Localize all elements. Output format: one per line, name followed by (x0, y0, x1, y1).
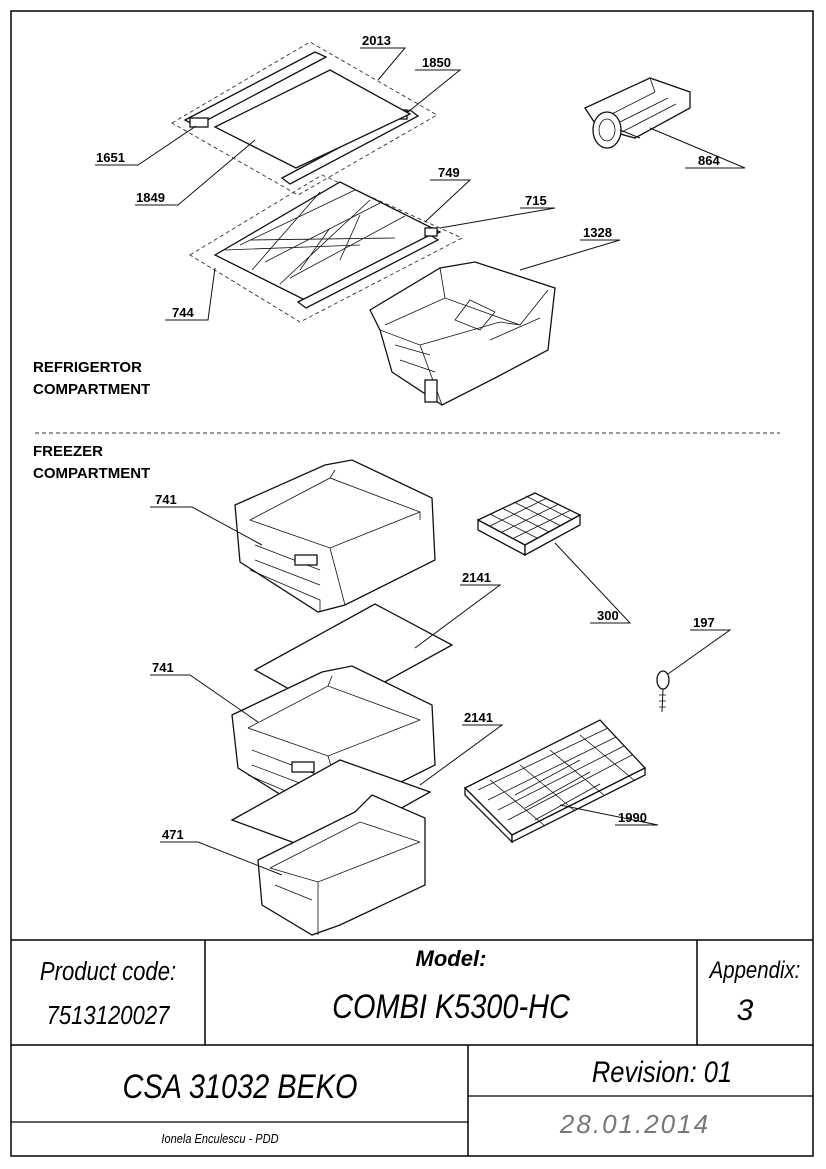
leader-lines (95, 47, 746, 876)
callout-2141-upper: 2141 (462, 570, 491, 585)
callout-744: 744 (172, 305, 194, 320)
product-code-value: 7513120027 (47, 1001, 171, 1030)
sheet-border (10, 10, 814, 1157)
csa-code: CSA 31032 BEKO (122, 1067, 357, 1106)
revision: Revision: 01 (592, 1055, 732, 1088)
part-741-freezer-drawer-upper (234, 459, 436, 613)
callout-2141-lower: 2141 (464, 710, 493, 725)
appendix-value: 3 (737, 994, 754, 1027)
part-2141-glass-plate-lower (230, 759, 432, 854)
callout-1850: 1850 (422, 55, 451, 70)
callout-741-lower: 741 (152, 660, 174, 675)
callout-2013: 2013 (362, 33, 391, 48)
model-value: COMBI K5300-HC (332, 987, 570, 1026)
author: Ionela Enculescu - PDD (161, 1131, 278, 1146)
part-1328-crisper-drawer (369, 261, 556, 406)
callout-197: 197 (693, 615, 715, 630)
callout-741-upper: 741 (155, 492, 177, 507)
upper-shelf-assembly (171, 41, 438, 196)
refrigerator-label-line2: COMPARTMENT (33, 381, 150, 398)
part-1990-freezer-tray (463, 719, 647, 844)
callout-749: 749 (438, 165, 460, 180)
callout-1651: 1651 (96, 150, 125, 165)
part-864-door-hinge-cover (584, 77, 691, 149)
callout-1849: 1849 (136, 190, 165, 205)
callout-864: 864 (698, 153, 720, 168)
part-471-bottom-freezer-drawer (257, 794, 426, 936)
callout-471: 471 (162, 827, 184, 842)
model-label: Model: (416, 946, 487, 971)
part-197-ice-scraper (656, 670, 670, 713)
callout-1990: 1990 (618, 810, 647, 825)
product-code-label: Product code: (40, 957, 176, 986)
callout-1328: 1328 (583, 225, 612, 240)
date: 28.01.2014 (559, 1109, 710, 1139)
freezer-label-line1: FREEZER (33, 443, 103, 460)
lower-shelf-assembly (189, 174, 464, 323)
part-300-ice-tray (476, 492, 582, 557)
title-block: Product code: 7513120027 Model: COMBI K5… (11, 939, 813, 1156)
freezer-label-line2: COMPARTMENT (33, 465, 150, 482)
callout-300: 300 (597, 608, 619, 623)
appendix-label: Appendix: (708, 956, 801, 983)
callout-715: 715 (525, 193, 547, 208)
refrigerator-label-line1: REFRIGERTOR (33, 359, 142, 376)
